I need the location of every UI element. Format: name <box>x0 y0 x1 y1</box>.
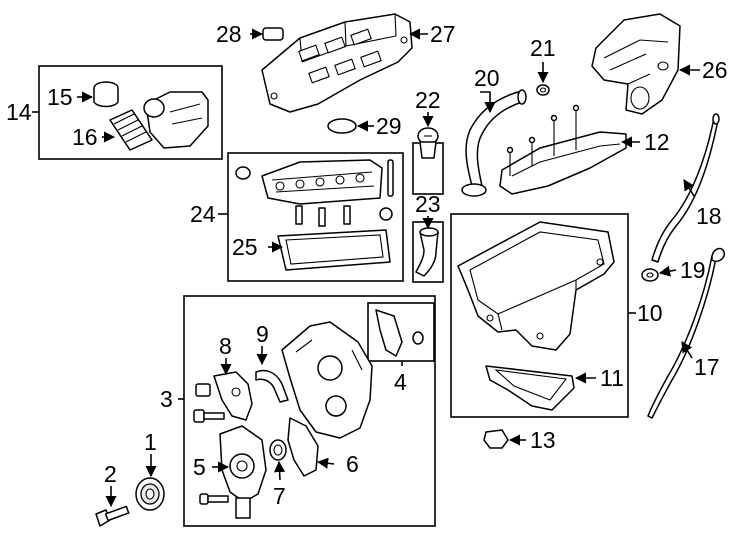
callout-10: 10 <box>637 300 663 326</box>
callout-18: 18 <box>696 203 722 229</box>
callout-23: 23 <box>415 191 441 217</box>
callout-17: 17 <box>694 354 720 380</box>
windage-tray <box>499 104 627 195</box>
timing-cover <box>281 321 373 439</box>
callout-29: 29 <box>376 113 402 139</box>
oil-filter-cap-15 <box>93 81 119 108</box>
callout-24: 24 <box>190 201 216 227</box>
water-pump-5 <box>219 425 267 519</box>
callout-4: 4 <box>394 369 407 395</box>
callout-12: 12 <box>644 129 670 155</box>
leader-lines <box>32 28 700 508</box>
oil-filter-element-16 <box>109 109 153 151</box>
callout-16: 16 <box>72 124 98 150</box>
bolt-3 <box>193 409 225 423</box>
callout-5: 5 <box>193 454 206 480</box>
group-box-valve-cover <box>227 152 404 282</box>
oil-pan <box>457 221 615 351</box>
seal-7 <box>269 439 287 461</box>
seal-ring-left <box>235 166 251 180</box>
callout-6: 6 <box>346 451 359 477</box>
bolt-lower <box>199 493 229 505</box>
callout-9: 9 <box>256 321 269 347</box>
callout-27: 27 <box>430 21 456 47</box>
bolt-valve-cover <box>387 159 394 197</box>
intake-plenum <box>591 13 681 115</box>
callout-21: 21 <box>530 35 556 61</box>
callout-13: 13 <box>530 427 556 453</box>
gasket-6 <box>287 417 319 477</box>
callout-15: 15 <box>47 84 73 110</box>
oil-fill-tube <box>415 227 439 277</box>
gasket-29 <box>327 118 357 134</box>
bolt-2 <box>95 505 130 527</box>
oil-pan-lower <box>485 365 575 411</box>
water-pump-8 <box>195 371 253 421</box>
seal-ring-right <box>379 207 393 221</box>
oil-pickup-tube <box>461 89 527 197</box>
callout-11: 11 <box>600 365 624 391</box>
callout-1: 1 <box>144 429 157 455</box>
callout-20: 20 <box>474 65 500 91</box>
callout-22: 22 <box>415 87 441 113</box>
callout-25: 25 <box>232 234 258 260</box>
group-box-timing-cover <box>183 295 436 527</box>
group-box-gasket-4 <box>367 302 435 362</box>
o-ring-19-hole <box>646 272 654 278</box>
pulley-1 <box>135 477 165 511</box>
intake-manifold-upper <box>261 13 413 113</box>
callout-28: 28 <box>216 21 242 47</box>
gasket-28 <box>262 27 284 41</box>
group-box-oil-pan <box>450 213 629 418</box>
washer-21-hole <box>539 87 547 93</box>
callout-2: 2 <box>104 461 117 487</box>
valve-cover <box>261 159 383 205</box>
valve-cover-studs <box>295 205 351 227</box>
drain-plug-13 <box>483 429 509 449</box>
oil-filler-cap <box>417 127 439 159</box>
callout-19: 19 <box>680 257 706 283</box>
callout-8: 8 <box>219 333 232 359</box>
dipstick <box>647 247 726 419</box>
callout-26: 26 <box>702 57 728 83</box>
callout-7: 7 <box>273 483 286 509</box>
callout-14: 14 <box>6 99 32 125</box>
callout-3: 3 <box>160 386 173 412</box>
valve-cover-gasket <box>277 229 391 271</box>
gasket-4 <box>375 309 424 357</box>
oil-filter-housing <box>143 91 209 149</box>
hose-9 <box>255 369 289 403</box>
